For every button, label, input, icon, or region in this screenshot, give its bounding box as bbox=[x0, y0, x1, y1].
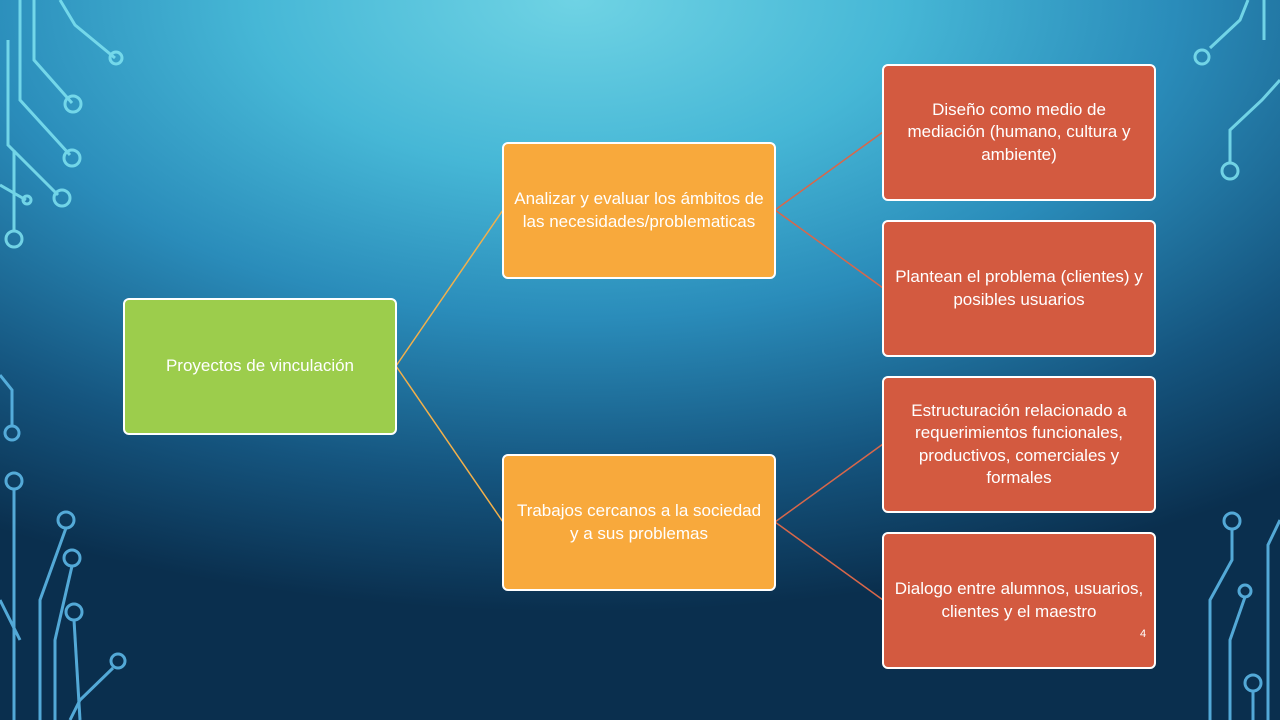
circuit-left-top bbox=[0, 0, 124, 249]
leaf-node-dialogo: Dialogo entre alumnos, usuarios, cliente… bbox=[882, 532, 1156, 669]
page-number: 4 bbox=[1140, 628, 1147, 640]
leaf-node-estructuracion: Estructuración relacionado a requerimien… bbox=[882, 376, 1156, 513]
leaf-node-diseno: Diseño como medio de mediación (humano, … bbox=[882, 64, 1156, 201]
root-node-label: Proyectos de vinculación bbox=[165, 356, 355, 376]
leaf-node-label: Diseño como medio de mediación (humano, … bbox=[907, 100, 1131, 164]
connector-branch-1-to-leaf-2 bbox=[774, 209, 884, 289]
root-node: Proyectos de vinculación bbox=[123, 298, 397, 435]
connector-root-to-branch-1 bbox=[395, 209, 504, 367]
branch-node-label: Analizar y evaluar los ámbitos de las ne… bbox=[514, 189, 764, 231]
leaf-node-label: Dialogo entre alumnos, usuarios, cliente… bbox=[894, 579, 1144, 621]
circuit-right-top bbox=[1193, 0, 1280, 181]
leaf-node-label: Estructuración relacionado a requerimien… bbox=[911, 401, 1127, 487]
circuit-right-bottom bbox=[1208, 511, 1280, 720]
connector-branch-2-to-leaf-4 bbox=[774, 521, 884, 601]
circuit-left-bottom bbox=[0, 374, 127, 720]
connector-branch-2-to-leaf-3 bbox=[774, 443, 884, 523]
connector-branch-1-to-leaf-1 bbox=[774, 131, 884, 211]
leaf-node-label: Plantean el problema (clientes) y posibl… bbox=[895, 267, 1143, 309]
connector-root-to-branch-2 bbox=[395, 365, 504, 523]
branch-node-label: Trabajos cercanos a la sociedad y a sus … bbox=[516, 501, 762, 543]
branch-node-analizar: Analizar y evaluar los ámbitos de las ne… bbox=[502, 142, 776, 279]
leaf-node-plantean: Plantean el problema (clientes) y posibl… bbox=[882, 220, 1156, 357]
branch-node-trabajos: Trabajos cercanos a la sociedad y a sus … bbox=[502, 454, 776, 591]
